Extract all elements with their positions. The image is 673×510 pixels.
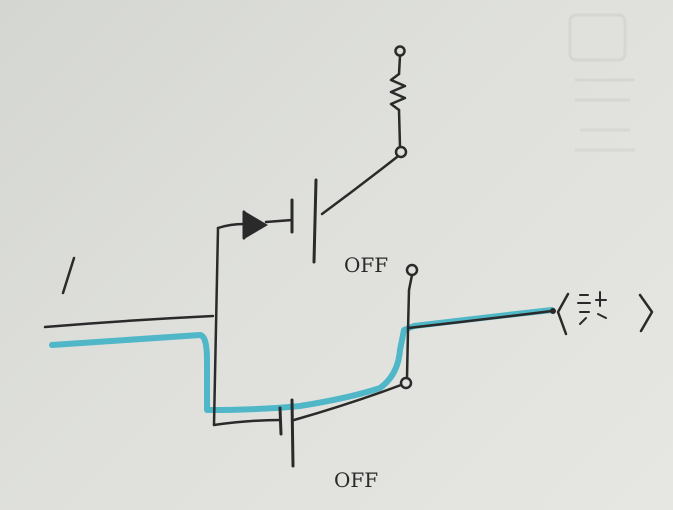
background-ghost-marks	[568, 13, 635, 152]
junction-vertical-wire	[212, 226, 220, 427]
output-dot	[550, 308, 556, 314]
resistor-symbol	[389, 45, 407, 149]
lower-switch-lever	[292, 383, 403, 422]
upper-switch-state-label: OFF	[344, 253, 388, 277]
right-switch-blade	[405, 273, 414, 380]
left-mark	[61, 256, 76, 295]
diode-symbol	[242, 210, 294, 240]
upper-switch-plates	[290, 178, 318, 264]
upper-switch-lever	[320, 155, 399, 216]
right-switch-top-terminal	[405, 263, 419, 277]
output-wire-right	[406, 309, 554, 330]
upper-branch-wire	[216, 222, 246, 230]
lower-switch-plates	[278, 398, 295, 468]
right-label-group	[556, 291, 654, 336]
lower-branch-wire	[212, 418, 282, 427]
right-switch-bottom-terminal	[399, 376, 413, 390]
input-wire-left	[43, 314, 215, 329]
lower-switch-state-label: OFF	[334, 468, 378, 492]
current-path-highlight	[49, 307, 555, 413]
upper-contact-terminal	[394, 145, 408, 159]
